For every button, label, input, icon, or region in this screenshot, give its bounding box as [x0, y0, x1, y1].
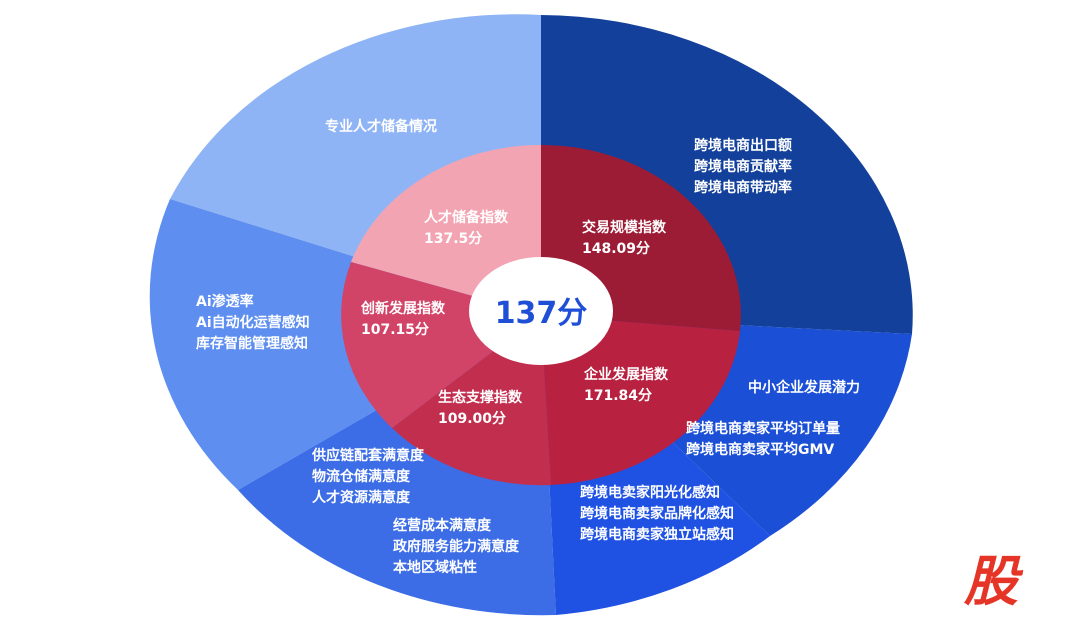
- inner-label-talent-name: 人才储备指数: [424, 209, 509, 226]
- outer-label-enterprise-3: 跨境电卖家阳光化感知: [580, 484, 720, 501]
- inner-segment-enterprise: [541, 315, 740, 485]
- inner-label-ecology-name: 生态支撑指数: [438, 389, 523, 406]
- outer-label-ecology-3: 人才资源满意度: [312, 489, 411, 506]
- outer-label-trade-1: 跨境电商出口额: [694, 137, 792, 154]
- outer-label-ecology-2: 物流仓储满意度: [312, 468, 411, 485]
- outer-label-enterprise-title: 中小企业发展潜力: [748, 379, 860, 396]
- outer-label-talent: 专业人才储备情况: [325, 118, 437, 135]
- inner-label-innovation-name: 创新发展指数: [360, 300, 446, 317]
- logo-mark: 股: [963, 550, 1024, 613]
- outer-label-ecology-5: 政府服务能力满意度: [393, 538, 520, 555]
- inner-label-ecology-score: 109.00分: [438, 411, 506, 427]
- center-ellipse: [469, 257, 613, 365]
- inner-label-enterprise-name: 企业发展指数: [583, 366, 669, 383]
- outer-label-innovation-3: 库存智能管理感知: [196, 335, 308, 352]
- inner-label-trade-name: 交易规模指数: [582, 219, 667, 236]
- outer-label-ecology-1: 供应链配套满意度: [311, 447, 425, 464]
- outer-label-enterprise-2: 跨境电商卖家平均GMV: [686, 441, 834, 458]
- outer-label-enterprise-4: 跨境电商卖家品牌化感知: [580, 505, 734, 522]
- center-score: 137分: [495, 296, 588, 331]
- inner-label-innovation-score: 107.15分: [361, 322, 429, 338]
- outer-label-ecology-6: 本地区域粘性: [393, 559, 477, 576]
- inner-label-enterprise-score: 171.84分: [584, 388, 652, 404]
- outer-label-ecology-4: 经营成本满意度: [393, 517, 492, 534]
- outer-label-trade-3: 跨境电商带动率: [694, 179, 792, 196]
- inner-label-trade-score: 148.09分: [582, 241, 650, 257]
- outer-label-innovation-1: Ai渗透率: [196, 293, 254, 310]
- outer-label-trade-2: 跨境电商贡献率: [694, 158, 792, 175]
- outer-label-enterprise-5: 跨境电商卖家独立站感知: [580, 526, 734, 543]
- outer-label-innovation-2: Ai自动化运营感知: [196, 314, 310, 331]
- inner-label-talent-score: 137.5分: [424, 231, 482, 247]
- outer-label-enterprise-1: 跨境电商卖家平均订单量: [686, 420, 840, 437]
